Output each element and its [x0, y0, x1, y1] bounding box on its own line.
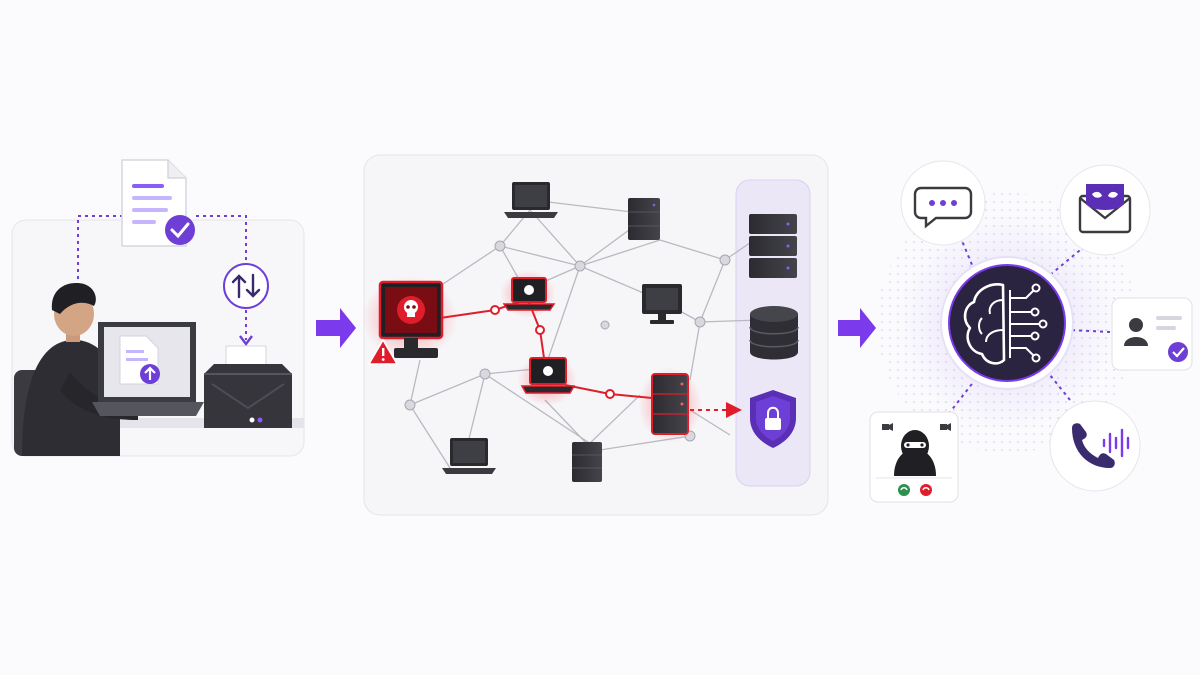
ai-brain-icon — [940, 256, 1074, 390]
infected-laptop-icon — [517, 354, 577, 406]
dotted-connector-right — [196, 215, 247, 262]
shield-lock-icon — [750, 390, 796, 448]
upload-stage — [11, 159, 305, 457]
monitor-icon — [642, 284, 682, 324]
warning-icon — [367, 338, 399, 365]
network-panel — [363, 154, 829, 516]
chevron-down-icon — [239, 335, 253, 346]
ai-stage — [869, 160, 1193, 503]
transfer-arrows-icon — [223, 263, 269, 309]
network-nodes — [404, 240, 731, 442]
dropbox-icon — [204, 345, 292, 428]
chat-bubble-icon — [900, 160, 986, 246]
laptop-icon — [442, 438, 496, 474]
flow-arrow-2 — [838, 308, 876, 348]
network-stage — [362, 154, 829, 516]
database-icon — [749, 306, 799, 360]
server-icon — [628, 198, 660, 240]
laptop-icon — [504, 182, 558, 218]
server-icon — [572, 442, 602, 482]
infected-laptop-icon — [500, 270, 556, 318]
masked-email-icon — [1059, 164, 1151, 256]
dotted-connector-left — [77, 215, 128, 300]
phone-voice-icon — [1049, 400, 1141, 492]
id-card-check-icon — [1111, 297, 1193, 371]
flow-arrow-1 — [316, 308, 356, 348]
document-check-icon — [121, 159, 195, 247]
infected-computer-icon — [362, 276, 458, 360]
server-rack-icon — [749, 214, 797, 278]
infected-server-icon — [638, 367, 702, 443]
masked-video-call-icon — [869, 411, 959, 503]
person-at-laptop-icon — [14, 283, 304, 456]
